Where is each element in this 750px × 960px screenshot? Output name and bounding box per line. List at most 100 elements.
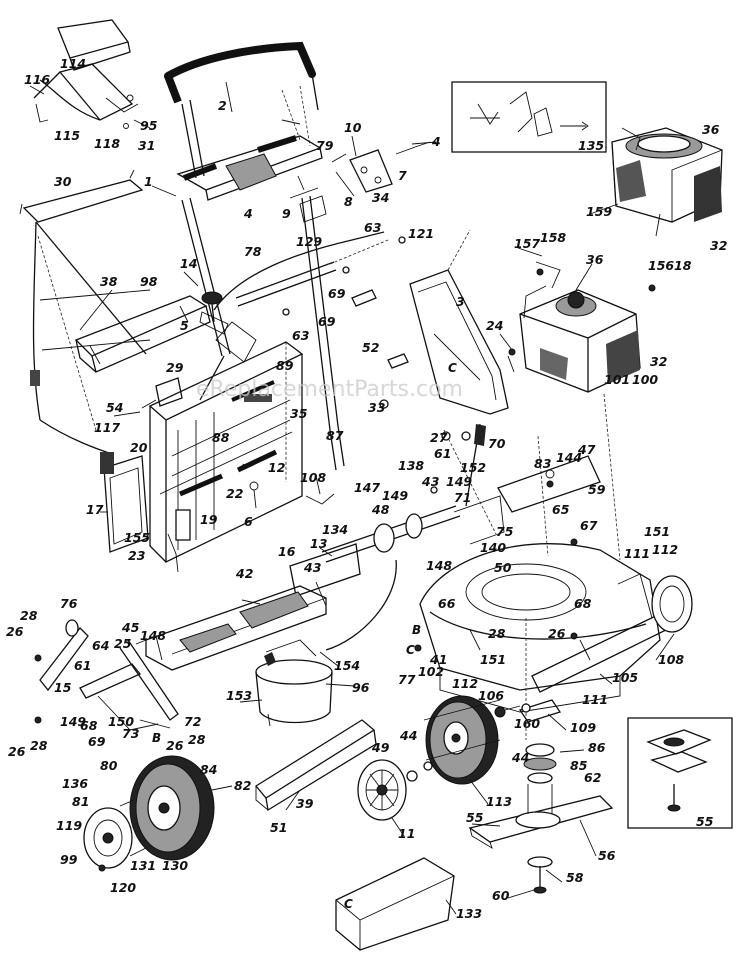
callout-134[interactable]: 134 xyxy=(322,522,348,537)
callout-61-left[interactable]: 61 xyxy=(74,658,91,673)
callout-72[interactable]: 72 xyxy=(184,714,201,729)
callout-108-bottom[interactable]: 108 xyxy=(658,652,684,667)
callout-120[interactable]: 120 xyxy=(110,880,136,895)
callout-88[interactable]: 88 xyxy=(212,430,230,445)
callout-33[interactable]: 33 xyxy=(368,400,385,415)
callout-152[interactable]: 152 xyxy=(460,460,486,475)
callout-81[interactable]: 81 xyxy=(72,794,89,809)
callout-36-bottom[interactable]: 36 xyxy=(586,252,604,267)
callout-144[interactable]: 144 xyxy=(556,450,582,465)
callout-3[interactable]: 3 xyxy=(456,294,465,309)
callout-98[interactable]: 98 xyxy=(140,274,158,289)
callout-43-mid[interactable]: 43 xyxy=(303,560,321,575)
callout-118[interactable]: 118 xyxy=(94,136,120,151)
callout-68-top[interactable]: 68 xyxy=(574,596,592,611)
callout-121[interactable]: 121 xyxy=(408,226,434,241)
callout-116[interactable]: 116 xyxy=(24,72,50,87)
callout-159[interactable]: 159 xyxy=(586,204,612,219)
callout-58[interactable]: 58 xyxy=(566,870,584,885)
callout-25[interactable]: 25 xyxy=(114,636,132,651)
callout-102[interactable]: 102 xyxy=(418,664,444,679)
callout-4-top[interactable]: 4 xyxy=(431,134,441,149)
callout-108-top[interactable]: 108 xyxy=(300,470,326,485)
callout-63-mid[interactable]: 63 xyxy=(292,328,309,343)
callout-44-left[interactable]: 44 xyxy=(399,728,417,743)
callout-59[interactable]: 59 xyxy=(588,482,606,497)
callout-26-mid[interactable]: 26 xyxy=(548,626,566,641)
callout-150[interactable]: 150 xyxy=(108,714,134,729)
callout-112-top[interactable]: 112 xyxy=(652,542,678,557)
callout-52[interactable]: 52 xyxy=(362,340,379,355)
callout-160[interactable]: 160 xyxy=(514,716,540,731)
callout-26-bottom[interactable]: 26 xyxy=(8,744,26,759)
callout-17[interactable]: 17 xyxy=(86,502,104,517)
callout-115[interactable]: 115 xyxy=(54,128,80,143)
callout-99[interactable]: 99 xyxy=(60,852,78,867)
callout-75[interactable]: 75 xyxy=(496,524,514,539)
callout-85[interactable]: 85 xyxy=(570,758,588,773)
callout-80[interactable]: 80 xyxy=(100,758,118,773)
callout-95[interactable]: 95 xyxy=(140,118,158,133)
callout-28-mid[interactable]: 28 xyxy=(488,626,506,641)
callout-114[interactable]: 114 xyxy=(60,56,86,71)
callout-129[interactable]: 129 xyxy=(296,234,322,249)
callout-56[interactable]: 56 xyxy=(598,848,616,863)
callout-111-top[interactable]: 111 xyxy=(624,546,650,561)
callout-148-left[interactable]: 148 xyxy=(140,628,166,643)
callout-147[interactable]: 147 xyxy=(354,480,380,495)
callout-65[interactable]: 65 xyxy=(552,502,570,517)
callout-135[interactable]: 135 xyxy=(578,138,604,153)
callout-69-left[interactable]: 69 xyxy=(88,734,106,749)
callout-69-mid[interactable]: 69 xyxy=(318,314,336,329)
callout-35[interactable]: 35 xyxy=(290,406,308,421)
callout-18[interactable]: 18 xyxy=(674,258,692,273)
callout-30[interactable]: 30 xyxy=(54,174,72,189)
callout-148-top[interactable]: 148 xyxy=(426,558,452,573)
callout-83[interactable]: 83 xyxy=(534,456,551,471)
callout-16[interactable]: 16 xyxy=(278,544,296,559)
callout-157[interactable]: 157 xyxy=(514,236,540,251)
callout-55-inset[interactable]: 55 xyxy=(696,814,714,829)
callout-113[interactable]: 113 xyxy=(486,794,512,809)
callout-149-mid[interactable]: 149 xyxy=(382,488,408,503)
callout-2[interactable]: 2 xyxy=(218,98,227,113)
callout-11[interactable]: 11 xyxy=(398,826,415,841)
callout-66[interactable]: 66 xyxy=(438,596,456,611)
callout-130[interactable]: 130 xyxy=(162,858,188,873)
callout-158[interactable]: 158 xyxy=(540,230,566,245)
callout-79[interactable]: 79 xyxy=(316,138,334,153)
callout-26-top[interactable]: 26 xyxy=(6,624,24,639)
callout-6[interactable]: 6 xyxy=(244,514,253,529)
callout-51[interactable]: 51 xyxy=(270,820,287,835)
callout-153[interactable]: 153 xyxy=(226,688,252,703)
callout-131[interactable]: 131 xyxy=(130,858,156,873)
callout-101[interactable]: 101 xyxy=(604,372,630,387)
callout-149-top[interactable]: 149 xyxy=(446,474,472,489)
callout-44-right[interactable]: 44 xyxy=(511,750,529,765)
callout-54[interactable]: 54 xyxy=(106,400,123,415)
callout-67[interactable]: 67 xyxy=(580,518,598,533)
callout-138[interactable]: 138 xyxy=(398,458,424,473)
callout-49[interactable]: 49 xyxy=(371,740,390,755)
callout-82[interactable]: 82 xyxy=(234,778,251,793)
callout-156[interactable]: 156 xyxy=(648,258,674,273)
callout-109[interactable]: 109 xyxy=(570,720,596,735)
callout-89[interactable]: 89 xyxy=(276,358,294,373)
callout-112-bottom[interactable]: 112 xyxy=(452,676,478,691)
callout-42[interactable]: 42 xyxy=(235,566,253,581)
callout-151-top[interactable]: 151 xyxy=(644,524,670,539)
callout-23[interactable]: 23 xyxy=(128,548,145,563)
callout-87[interactable]: 87 xyxy=(326,428,344,443)
callout-22[interactable]: 22 xyxy=(226,486,243,501)
callout-68-left[interactable]: 68 xyxy=(80,718,98,733)
callout-39[interactable]: 39 xyxy=(296,796,314,811)
callout-8[interactable]: 8 xyxy=(344,194,353,209)
callout-45[interactable]: 45 xyxy=(121,620,140,635)
callout-19[interactable]: 19 xyxy=(200,512,218,527)
callout-31[interactable]: 31 xyxy=(138,138,155,153)
callout-151-mid[interactable]: 151 xyxy=(480,652,506,667)
callout-43-top[interactable]: 43 xyxy=(421,474,439,489)
callout-13[interactable]: 13 xyxy=(310,536,327,551)
callout-26-left[interactable]: 26 xyxy=(166,738,184,753)
callout-71[interactable]: 71 xyxy=(454,490,471,505)
